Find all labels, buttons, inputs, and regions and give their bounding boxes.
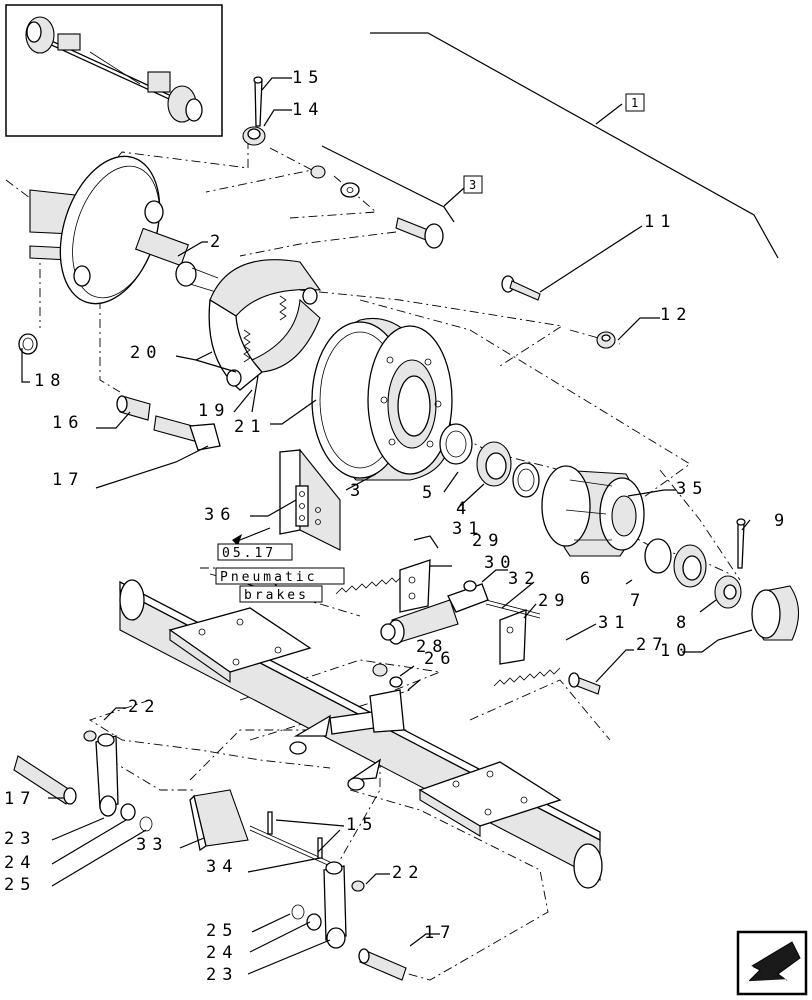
callout-14: 14 xyxy=(292,100,324,120)
callout-22-left: 22 xyxy=(128,697,160,717)
callout-23-bottom: 23 xyxy=(206,965,238,985)
callout-17-bottom: 17 xyxy=(424,923,456,943)
callout-19: 19 xyxy=(198,401,230,421)
callout-15-bottom: 15 xyxy=(346,815,378,835)
axle-beam xyxy=(119,579,603,889)
callout-25-left: 25 xyxy=(4,875,36,895)
callout-5: 5 xyxy=(422,483,438,503)
reference-code: 05.17 xyxy=(222,546,276,561)
callout-32: 32 xyxy=(508,569,540,589)
brake-shoes xyxy=(208,259,322,391)
brake-cylinder-and-levers xyxy=(380,559,541,665)
left-camshaft-assembly xyxy=(13,730,153,832)
callout-25-bottom: 25 xyxy=(206,921,238,941)
callout-3-drum: 3 xyxy=(350,481,366,501)
next-page-icon[interactable] xyxy=(736,930,808,996)
callout-24-bottom: 24 xyxy=(206,943,238,963)
callout-28: 28 xyxy=(416,637,448,657)
callout-11: 11 xyxy=(644,212,676,232)
outer-bearing-and-cap xyxy=(644,518,800,641)
actuator-bracket xyxy=(279,448,341,551)
brake-drum xyxy=(311,318,453,481)
callout-9: 9 xyxy=(774,511,790,531)
washers-and-bolt xyxy=(372,663,601,695)
callout-18: 18 xyxy=(34,371,66,391)
reference-leaders xyxy=(321,32,779,259)
callout-26: 26 xyxy=(424,649,456,669)
reference-line-1: Pneumatic xyxy=(220,570,317,585)
callout-2: 2 xyxy=(210,232,226,252)
box-reference-3[interactable]: 3 xyxy=(463,175,483,194)
callout-23-left: 23 xyxy=(4,829,36,849)
callout-34: 34 xyxy=(206,857,238,877)
svg-text:3: 3 xyxy=(469,178,476,192)
callout-10: 10 xyxy=(660,641,692,661)
callout-17-top: 17 xyxy=(52,470,84,490)
seal-bearing-hub xyxy=(439,423,645,557)
split-pin-and-castle-nut xyxy=(242,76,266,146)
bolt-and-nut xyxy=(501,275,616,349)
overview-thumbnail xyxy=(5,4,223,137)
callout-4: 4 xyxy=(456,499,472,519)
callout-6: 6 xyxy=(580,569,596,589)
callout-36: 36 xyxy=(204,505,236,525)
callout-21: 21 xyxy=(234,417,266,437)
callout-30: 30 xyxy=(484,553,516,573)
washer-nut-bolt xyxy=(310,165,444,249)
callout-15-top: 15 xyxy=(292,68,324,88)
callout-12: 12 xyxy=(660,305,692,325)
callout-29-lower: 29 xyxy=(538,591,570,611)
svg-text:1: 1 xyxy=(631,96,638,110)
callout-31-lower: 31 xyxy=(598,613,630,633)
slack-adjuster-and-shaft xyxy=(189,789,331,867)
callout-leaders xyxy=(21,77,753,975)
callout-7: 7 xyxy=(630,591,646,611)
reference-line-2: brakes xyxy=(244,588,309,603)
callout-24-left: 24 xyxy=(4,853,36,873)
callout-16: 16 xyxy=(52,413,84,433)
callout-27: 27 xyxy=(636,635,668,655)
callout-labels: 15 14 2 11 12 20 18 16 19 21 17 36 3 5 4… xyxy=(4,68,790,985)
callout-20: 20 xyxy=(130,343,162,363)
callout-33: 33 xyxy=(136,835,168,855)
callout-22-bottom: 22 xyxy=(392,863,424,883)
callout-17-left: 17 xyxy=(4,789,36,809)
pneumatic-brakes-reference[interactable]: 05.17 Pneumatic brakes xyxy=(215,527,345,603)
box-reference-1[interactable]: 1 xyxy=(625,93,645,112)
callout-8: 8 xyxy=(676,613,692,633)
callout-35: 35 xyxy=(676,479,708,499)
brake-backplate xyxy=(29,155,219,305)
callout-29-top: 29 xyxy=(472,531,504,551)
return-springs xyxy=(335,573,561,687)
callout-31-top: 31 xyxy=(452,519,484,539)
right-camshaft-assembly xyxy=(291,861,407,981)
